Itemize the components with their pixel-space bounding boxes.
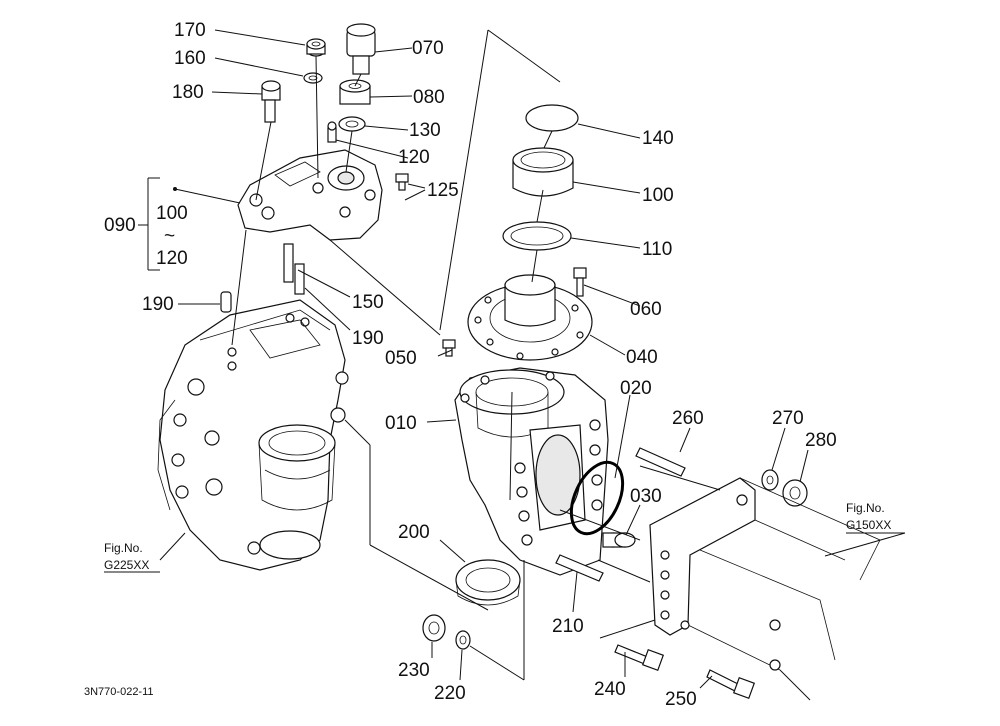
cap-140	[525, 104, 579, 132]
label-240: 240	[594, 679, 626, 700]
fig-ref-left-title: Fig.No.	[104, 541, 143, 555]
bushing-100	[512, 147, 574, 197]
washer-130	[338, 116, 366, 132]
bolt-180	[261, 80, 281, 123]
label-260: 260	[672, 408, 704, 429]
label-220: 220	[434, 683, 466, 704]
seal-110	[502, 221, 572, 251]
fig-ref-right-title: Fig.No.	[846, 501, 885, 515]
label-230: 230	[398, 660, 430, 681]
fig-ref-left-code: G225XX	[104, 558, 149, 572]
label-100-range-start: 100	[156, 203, 188, 224]
axle-bracket	[649, 477, 881, 671]
label-100: 100	[642, 185, 674, 206]
label-250: 250	[665, 689, 697, 710]
label-080: 080	[413, 87, 445, 108]
label-040: 040	[626, 347, 658, 368]
label-120-range-end: 120	[156, 248, 188, 269]
label-280: 280	[805, 430, 837, 451]
knuckle-housing	[454, 367, 609, 576]
screw-050	[442, 339, 456, 357]
washer-270	[761, 469, 779, 491]
flange-040	[467, 274, 593, 361]
label-180: 180	[172, 82, 204, 103]
seal-200	[455, 559, 521, 606]
label-070: 070	[412, 38, 444, 59]
label-160: 160	[174, 48, 206, 69]
pin-190	[220, 291, 232, 313]
label-170: 170	[174, 20, 206, 41]
stud-210	[555, 554, 604, 582]
label-110: 110	[642, 239, 672, 260]
bolt-070	[346, 23, 376, 75]
label-270: 270	[772, 408, 804, 429]
label-190-a: 190	[142, 294, 174, 315]
label-range-tilde: ~	[164, 226, 175, 247]
label-010: 010	[385, 413, 417, 434]
pin-150	[283, 243, 305, 295]
label-150: 150	[352, 292, 384, 313]
washer-160	[303, 72, 323, 84]
label-120: 120	[398, 147, 430, 168]
spacer-030	[602, 532, 636, 548]
washer-220	[455, 630, 471, 650]
label-050: 050	[385, 348, 417, 369]
label-090: 090	[104, 215, 136, 236]
bolt-240	[614, 644, 665, 672]
label-210: 210	[552, 616, 584, 637]
label-030: 030	[630, 486, 662, 507]
bolt-250	[706, 669, 756, 700]
label-130: 130	[409, 120, 441, 141]
axle-housing	[157, 299, 349, 571]
leader-lines	[138, 29, 906, 701]
o-ring-020	[569, 460, 625, 536]
steering-arm	[237, 149, 383, 241]
screw-125	[395, 173, 409, 191]
grease-fitting-120	[327, 121, 337, 143]
label-020: 020	[620, 378, 652, 399]
drawing-code: 3N770-022-11	[84, 686, 154, 698]
label-125: 125	[427, 180, 459, 201]
label-190-b: 190	[352, 328, 384, 349]
label-060: 060	[630, 299, 662, 320]
nut-080	[339, 79, 371, 105]
label-200: 200	[398, 522, 430, 543]
label-140: 140	[642, 128, 674, 149]
nut-170	[306, 38, 326, 57]
stud-260	[635, 447, 686, 477]
bolt-060	[573, 267, 587, 297]
fig-ref-right-code: G150XX	[846, 518, 891, 532]
nut-230	[422, 614, 446, 642]
callout-labels: 170 160 180 070 080 130 120 125 090 100 …	[84, 20, 905, 710]
